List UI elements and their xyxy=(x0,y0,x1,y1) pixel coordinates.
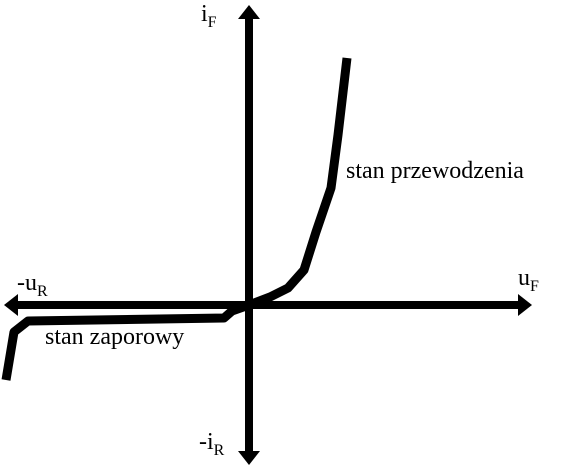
label-current-reverse-sub: R xyxy=(214,442,225,459)
label-current-reverse: -iR xyxy=(199,429,225,459)
voltage-axis xyxy=(4,294,532,316)
label-voltage-reverse-main: -u xyxy=(17,270,37,296)
label-forward-region: stan przewodzenia xyxy=(346,158,524,184)
label-voltage-forward: uF xyxy=(518,265,539,295)
label-current-reverse-main: -i xyxy=(199,429,214,455)
label-voltage-forward-sub: F xyxy=(530,278,539,295)
label-voltage-reverse-sub: R xyxy=(37,283,48,300)
label-voltage-reverse: -uR xyxy=(17,270,48,300)
voltage-axis-arrow-right xyxy=(518,294,532,316)
label-current-forward-main: i xyxy=(201,1,208,27)
label-reverse-region: stan zaporowy xyxy=(45,324,184,350)
voltage-axis-arrow-left xyxy=(4,294,18,316)
current-axis-arrow-bottom xyxy=(238,451,260,465)
label-current-forward-sub: F xyxy=(208,14,217,31)
label-current-forward: iF xyxy=(201,1,217,31)
current-axis xyxy=(238,5,260,465)
label-voltage-forward-main: u xyxy=(518,265,530,291)
reverse-blocking-curve xyxy=(1,300,251,381)
current-axis-arrow-top xyxy=(238,5,260,19)
forward-conduction-curve xyxy=(247,57,352,310)
